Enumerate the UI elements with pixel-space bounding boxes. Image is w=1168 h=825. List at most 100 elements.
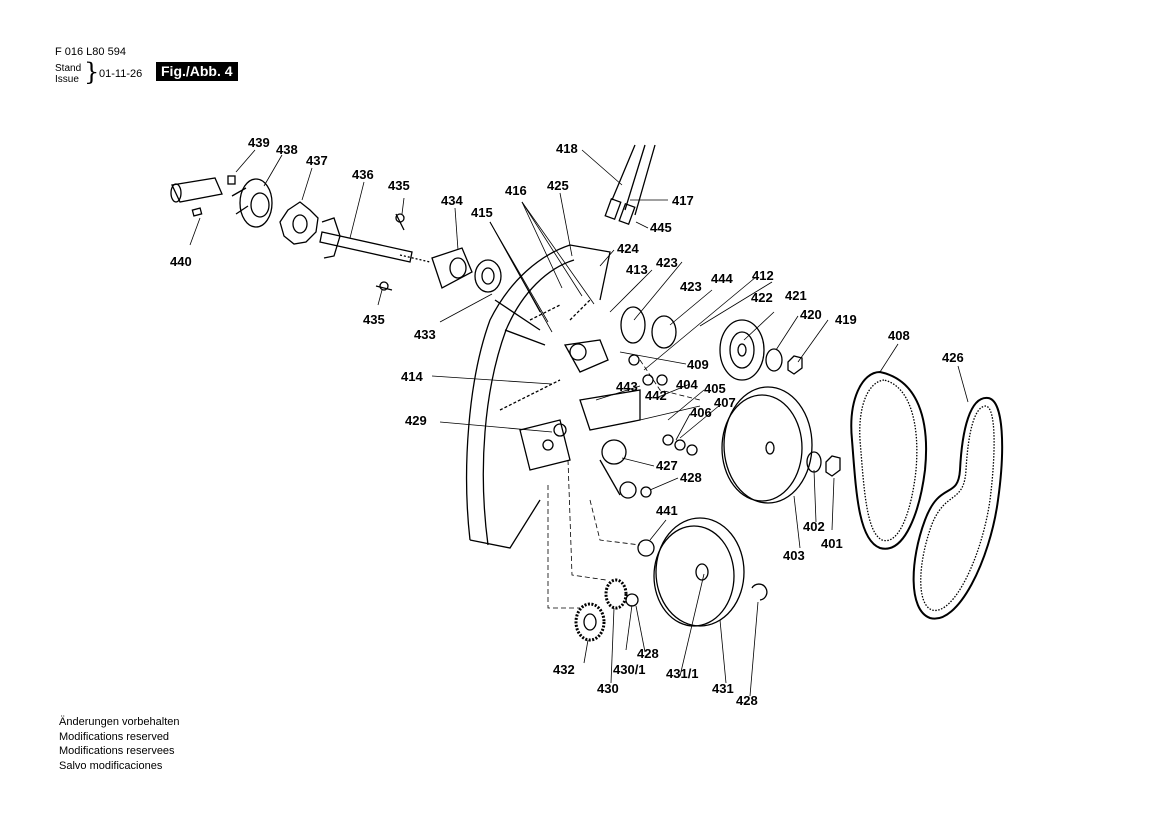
screws: [375, 213, 405, 291]
document-number: F 016 L80 594: [55, 46, 126, 58]
note-es: Salvo modificaciones: [59, 759, 163, 772]
callout-421: 421: [785, 288, 807, 303]
callout-428-right: 428: [736, 693, 758, 708]
callout-404: 404: [676, 377, 698, 392]
pulley-403: [723, 386, 813, 504]
callout-442: 442: [645, 388, 667, 403]
callout-406: 406: [690, 405, 712, 420]
housing-bottom: [469, 499, 541, 549]
callout-416: 416: [505, 183, 527, 198]
callout-423-top: 423: [656, 255, 678, 270]
brace-glyph: }: [84, 58, 100, 86]
footer-notes: Änderungen vorbehalten Modifications res…: [59, 715, 179, 773]
callout-444: 444: [711, 271, 733, 286]
nut-444: [628, 354, 640, 366]
bearing-flange-bore: [449, 257, 467, 279]
callout-431: 431: [712, 681, 734, 696]
rubber-coupling: [279, 201, 319, 245]
spring-416: [569, 299, 591, 321]
assembly-lines: [547, 359, 701, 609]
cable-lines: [611, 144, 656, 216]
housing-ribs: [494, 299, 546, 346]
nut-443: [642, 374, 654, 386]
lower-bracket: [519, 419, 571, 471]
callout-437: 437: [306, 153, 328, 168]
callout-417: 417: [672, 193, 694, 208]
callout-415: 415: [471, 205, 493, 220]
disc-423: [651, 315, 677, 349]
idler-link: [599, 459, 621, 496]
pulley-421-groove: [729, 331, 755, 369]
circlip-430-1: [625, 593, 639, 607]
callout-401: 401: [821, 536, 843, 551]
belt-426: [912, 396, 1004, 620]
coupling-lugs: [231, 187, 249, 215]
coupling-hub-bore: [250, 192, 270, 218]
belt-426-teeth: [920, 405, 995, 611]
callout-423-bottom: 423: [680, 279, 702, 294]
callout-443: 443: [616, 379, 638, 394]
washer-409: [656, 374, 668, 386]
cable-end-1: [604, 197, 622, 221]
ball-bearing: [474, 259, 502, 293]
issue-date: 01-11-26: [99, 68, 143, 80]
callout-425: 425: [547, 178, 569, 193]
callout-426: 426: [942, 350, 964, 365]
bearing-flange: [431, 247, 473, 289]
callout-428-lower: 428: [637, 646, 659, 661]
spring-414: [499, 379, 561, 411]
callout-430: 430: [597, 681, 619, 696]
circlip-428: [640, 486, 652, 498]
callout-439: 439: [248, 135, 270, 150]
spring-415: [529, 304, 561, 321]
sleeve-end: [170, 183, 182, 203]
callout-413: 413: [626, 262, 648, 277]
screw-head-top: [395, 213, 405, 223]
belts: [850, 370, 1004, 620]
screw-head-bottom: [379, 281, 389, 291]
callout-435-bottom: 435: [363, 312, 385, 327]
washer-402: [806, 451, 822, 473]
stand-label: Stand: [55, 63, 82, 74]
figure-label: Fig./Abb. 4: [156, 62, 238, 81]
idler-roller-small: [619, 481, 637, 499]
callout-403: 403: [783, 548, 805, 563]
shaft-assembly: [170, 175, 502, 293]
bolt-429b: [542, 439, 554, 451]
callout-424: 424: [617, 241, 639, 256]
gear-430: [604, 578, 628, 610]
idler-arm: [579, 389, 641, 431]
callout-436: 436: [352, 167, 374, 182]
pulley-403-hub: [765, 441, 775, 455]
callout-445: 445: [650, 220, 672, 235]
stand-issue-label: Stand Issue: [55, 63, 81, 85]
callout-409: 409: [687, 357, 709, 372]
callout-412: 412: [752, 268, 774, 283]
housing-inner-edge: [482, 259, 575, 546]
shaft-flange: [321, 217, 341, 259]
callout-438: 438: [276, 142, 298, 157]
washer-420: [765, 348, 783, 372]
callout-402: 402: [803, 519, 825, 534]
callout-430-1: 430/1: [613, 662, 646, 677]
disc-413: [620, 306, 646, 344]
belt-408: [850, 370, 928, 550]
leader-lines: [189, 149, 969, 697]
washer-441: [637, 539, 655, 557]
diagram-drawing: [170, 144, 1004, 697]
housing-outline: [465, 244, 611, 541]
callout-432: 432: [553, 662, 575, 677]
note-en: Modifications reserved: [59, 730, 170, 743]
shaft-thread: [399, 254, 431, 263]
tension-mechanism: [499, 299, 641, 499]
washer-406: [662, 434, 674, 446]
control-cables: [604, 144, 656, 226]
pulley-431-rim: [653, 525, 735, 627]
key-pin: [227, 175, 236, 185]
bolt-429: [553, 423, 567, 437]
callout-405: 405: [704, 381, 726, 396]
washer-405: [674, 439, 686, 451]
callout-427: 427: [656, 458, 678, 473]
small-hardware: [625, 354, 768, 607]
